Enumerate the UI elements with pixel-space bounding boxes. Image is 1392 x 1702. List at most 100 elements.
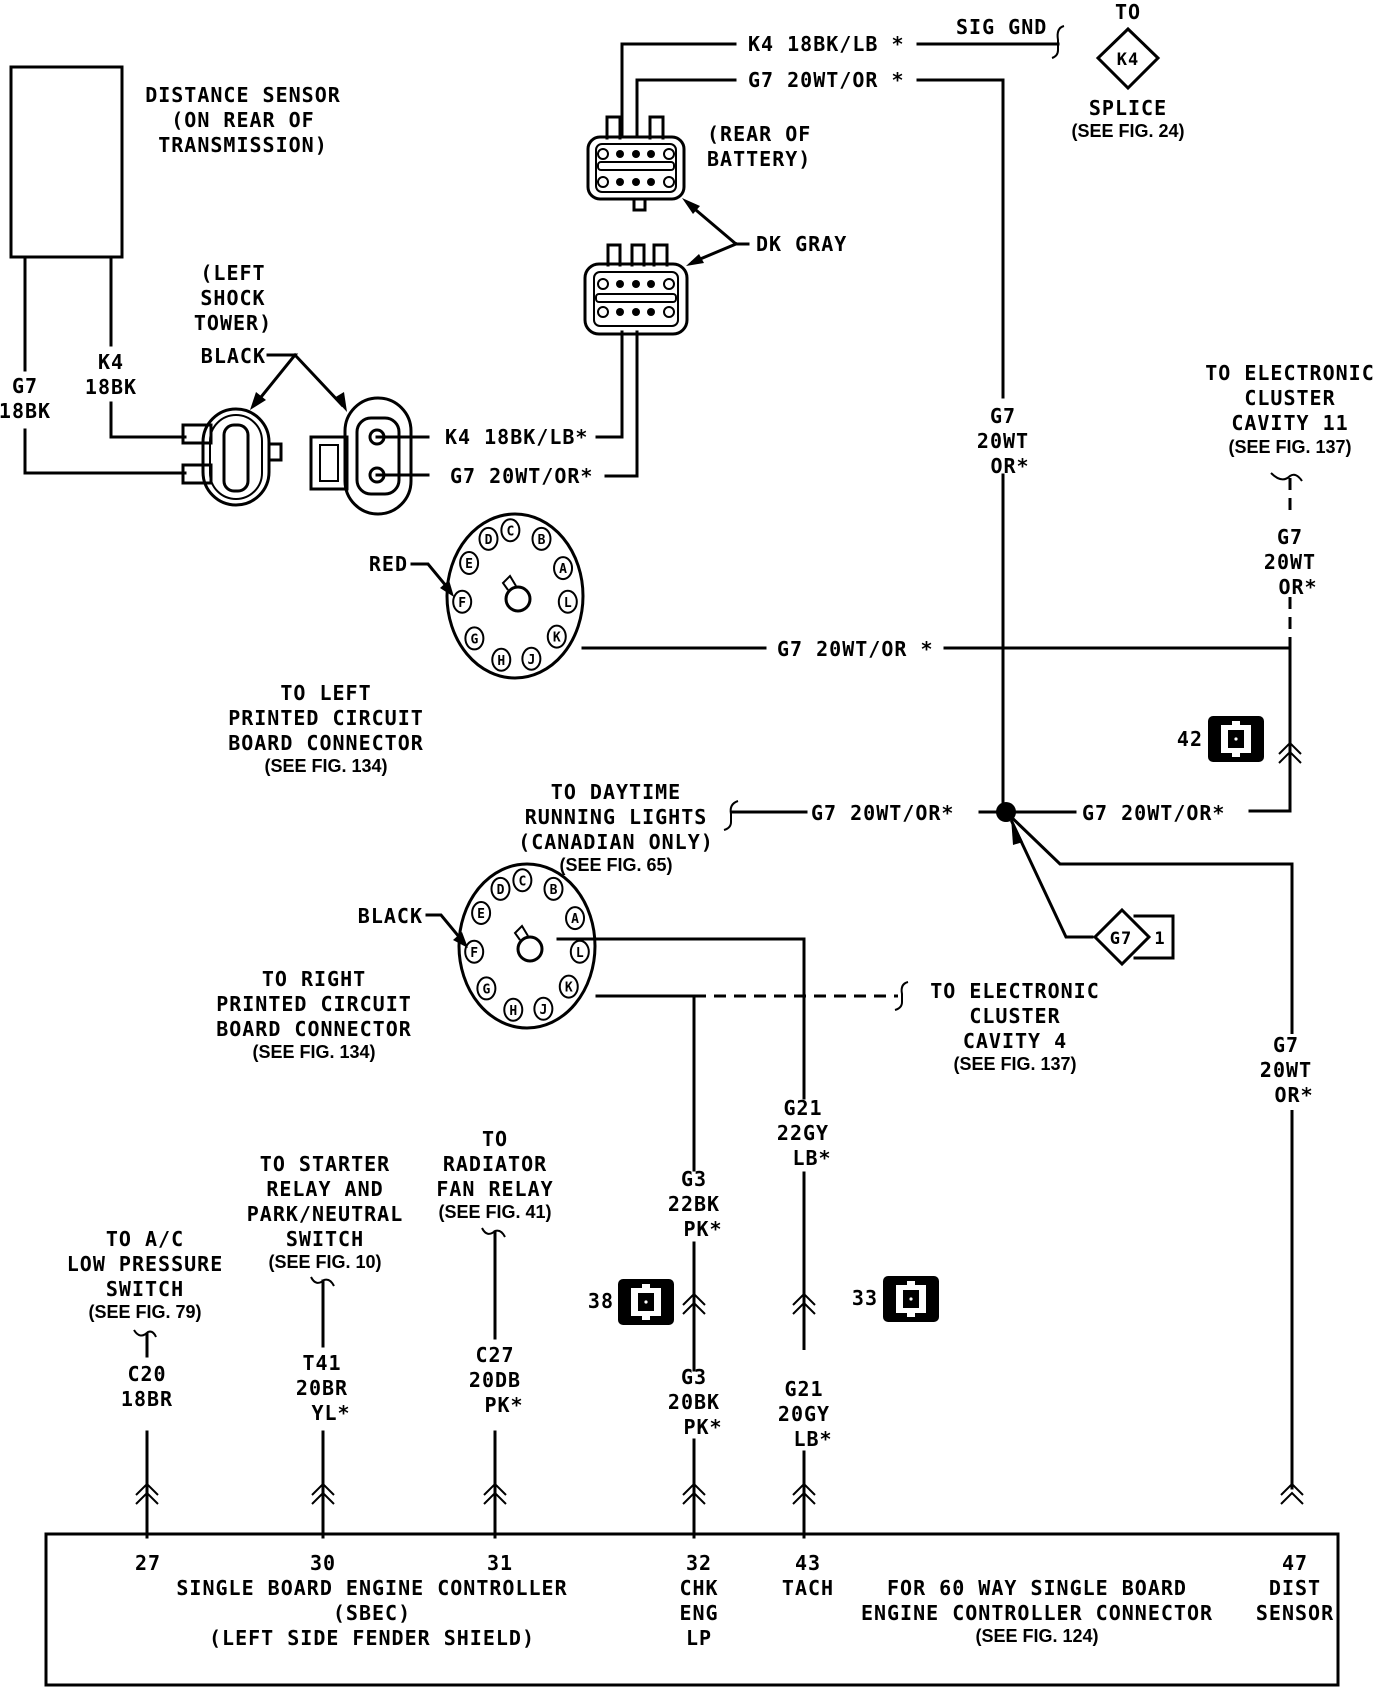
shock-tower-connector-male[interactable] xyxy=(181,407,283,507)
battery-connector-upper[interactable] xyxy=(586,115,686,212)
pin-label: F xyxy=(470,946,478,961)
wire-g7-dist-sensor[interactable] xyxy=(1003,809,1294,1490)
connector-42-icon[interactable] xyxy=(1208,716,1264,762)
sbec-pin-desc: DIST xyxy=(1269,1576,1321,1600)
tower-to-battery-wires[interactable] xyxy=(595,330,639,478)
connector-pin xyxy=(616,308,624,316)
pin-circle xyxy=(543,876,564,901)
dist-wire-label-3: OR* xyxy=(1274,1083,1313,1107)
left-pcb-ref: (SEE FIG. 134) xyxy=(264,756,387,776)
connector-key xyxy=(597,161,675,171)
wire-g7-main-trunk[interactable] xyxy=(916,78,1005,808)
connector-pin xyxy=(616,178,624,186)
sbec-controller-box[interactable] xyxy=(44,1532,1340,1687)
connector-pin-c: C xyxy=(512,868,533,893)
top-wire-label-k4: K4 18BK/LB * xyxy=(748,32,905,56)
connector-pin xyxy=(632,308,640,316)
label-mask xyxy=(780,1350,830,1440)
cluster4-label-2: CLUSTER xyxy=(969,1004,1060,1028)
wire-k4-18bk[interactable] xyxy=(109,256,187,439)
drl-label-1: TO DAYTIME xyxy=(551,780,681,804)
wire-break-icon xyxy=(1051,25,1065,59)
pin-circle xyxy=(459,551,480,575)
tower-wire-label-g7: G7 20WT/OR* xyxy=(450,464,593,488)
radiator-label-1: TO xyxy=(482,1127,508,1151)
sbec-pin-47: 47 xyxy=(1282,1551,1308,1575)
sbec-pin-43: 43 xyxy=(795,1551,821,1575)
splice-g7-diamond[interactable] xyxy=(1092,907,1152,967)
connector-pin-j: J xyxy=(533,996,554,1021)
connector-key-hole xyxy=(504,585,532,613)
splice-k4-diamond[interactable] xyxy=(1095,26,1161,91)
pin-circle xyxy=(565,906,586,931)
sbec-pin-27: 27 xyxy=(135,1551,161,1575)
wire-g7-20wt-or-top[interactable] xyxy=(635,78,737,139)
connector-pin xyxy=(597,306,609,318)
connector-key xyxy=(501,574,517,591)
top-wire-label-g7: G7 20WT/OR * xyxy=(748,68,905,92)
pin-label: G xyxy=(482,982,490,997)
shock-tower-stub-wires xyxy=(375,435,430,477)
connector-pin xyxy=(663,148,675,160)
sbec-pin-30: 30 xyxy=(310,1551,336,1575)
starter-label-4: SWITCH xyxy=(286,1227,364,1251)
connector-pin-j: J xyxy=(521,646,542,671)
distance-sensor: DISTANCE SENSOR (ON REAR OF TRANSMISSION… xyxy=(9,65,340,259)
connector-33-icon[interactable] xyxy=(883,1276,939,1322)
wire-k4-18bk-lb-top[interactable] xyxy=(620,42,737,139)
shock-tower-connector-female[interactable] xyxy=(309,396,413,516)
wire-g21-upper[interactable] xyxy=(556,937,806,1100)
pin-circle xyxy=(558,974,579,999)
g3-upper-label-2: 22BK xyxy=(668,1192,720,1216)
connector-pin-h: H xyxy=(491,647,512,672)
wire-g7-18bk[interactable] xyxy=(23,256,187,475)
connector-pin-g: G xyxy=(464,626,485,651)
connector-pin xyxy=(632,280,640,288)
sbec-title-3: (LEFT SIDE FENDER SHIELD) xyxy=(209,1626,535,1650)
battery-connector-lower[interactable] xyxy=(583,243,689,336)
wire-label-18bk: 18BK xyxy=(85,375,137,399)
connector-pin-k: K xyxy=(546,624,567,649)
connector-chevron-icon xyxy=(792,1292,816,1315)
connector-latch xyxy=(267,442,283,462)
pin-circle xyxy=(464,939,485,964)
connector-pin-b: B xyxy=(543,876,564,901)
black-pcb-pointer-arrow xyxy=(425,913,468,948)
cluster11-label-1: TO ELECTRONIC xyxy=(1205,361,1375,385)
sbec-note-1: FOR 60 WAY SINGLE BOARD xyxy=(887,1576,1187,1600)
right-pcb-label-1: TO RIGHT xyxy=(262,967,366,991)
radiator-label-3: FAN RELAY xyxy=(436,1177,553,1201)
left-pcb-label-1: TO LEFT xyxy=(280,681,371,705)
connector-pin xyxy=(909,1297,913,1301)
connector-body xyxy=(457,862,597,1030)
connector-body xyxy=(445,512,585,680)
ac-switch-label-1: TO A/C xyxy=(106,1227,184,1251)
connector-cavity-block xyxy=(355,416,401,496)
drl-ref: (SEE FIG. 65) xyxy=(559,855,672,875)
pin-label: J xyxy=(539,1003,547,1018)
pin-circle xyxy=(533,996,554,1021)
shock-tower-label-2: SHOCK xyxy=(200,286,265,310)
pin-circle xyxy=(546,624,567,649)
pin-label: H xyxy=(509,1004,517,1019)
shock-tower-label-1: (LEFT xyxy=(200,261,265,285)
connector-38-icon[interactable] xyxy=(618,1279,674,1325)
pin-label: D xyxy=(485,533,493,548)
sbec-pin-31: 31 xyxy=(487,1551,513,1575)
connector-pin xyxy=(663,278,675,290)
connector-key-hole xyxy=(516,935,544,963)
wire-label-g7: G7 xyxy=(12,374,38,398)
wire-label-k4: K4 xyxy=(98,350,124,374)
t41-label-3: YL* xyxy=(311,1401,350,1425)
drl-label-3: (CANADIAN ONLY) xyxy=(518,830,714,854)
connector-tab-inner xyxy=(319,444,339,482)
wire-break-icon xyxy=(723,800,739,831)
connector-pin-d: D xyxy=(478,526,499,551)
pin-label: H xyxy=(497,654,505,669)
dk-gray-pointer-arrows xyxy=(682,198,750,266)
wire-g7-cluster11[interactable] xyxy=(1248,643,1292,813)
